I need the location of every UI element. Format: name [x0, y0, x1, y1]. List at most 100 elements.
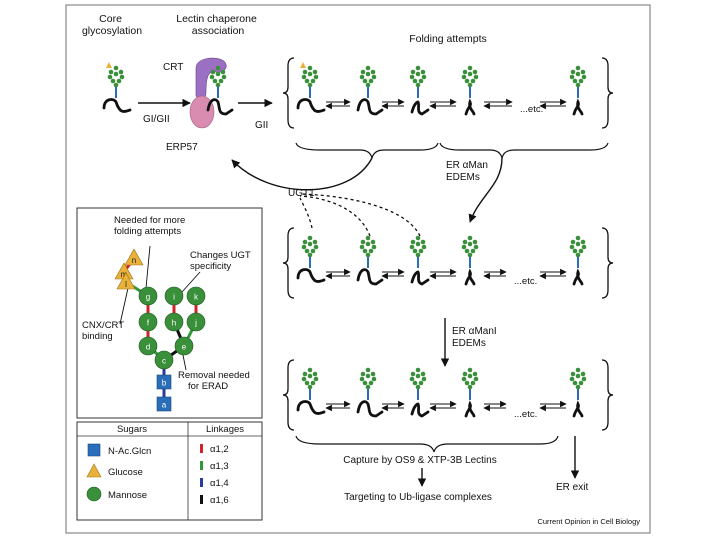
- folding-row-3: [282, 359, 614, 431]
- protein-chain: [572, 98, 584, 116]
- mannose-residue: [472, 371, 478, 377]
- folding-attempts-label: Folding attempts: [409, 33, 487, 45]
- protein-chain: [464, 98, 476, 116]
- protein-chain: [410, 100, 430, 116]
- glycoprotein-glyph: [461, 235, 479, 286]
- mannose-residue: [415, 235, 421, 241]
- mannose-residue: [362, 380, 368, 386]
- crt-label: CRT: [163, 62, 183, 73]
- mannose-residue: [578, 78, 584, 84]
- glucose-node-n: [124, 248, 144, 266]
- mannose-residue: [461, 376, 467, 382]
- mannose-node-j: [186, 312, 206, 332]
- mannose-residue: [578, 248, 584, 254]
- mannose-residue: [310, 380, 316, 386]
- mannose-residue: [464, 380, 470, 386]
- mannose-residue: [368, 380, 374, 386]
- mannose-residue: [370, 69, 376, 75]
- mannose-residue: [215, 82, 221, 88]
- er-exit-label: ER exit: [556, 482, 588, 493]
- mannose-residue: [307, 373, 313, 379]
- protein-chain: [296, 400, 326, 415]
- mannose-residue: [467, 65, 473, 71]
- mannose-residue: [360, 69, 366, 75]
- ugt1-return-arrow: [231, 157, 373, 191]
- mannose-residue: [307, 367, 313, 373]
- protein-chain: [296, 98, 326, 113]
- mannose-residue: [412, 248, 418, 254]
- link-a13-swatch: [200, 461, 203, 470]
- glycoprotein-glyph: [569, 235, 587, 286]
- glycoprotein-glyph: [296, 367, 326, 415]
- mannose-residue: [464, 248, 470, 254]
- etc-label-row1: ...etc.: [520, 104, 543, 115]
- changes-ugt-label: Changes UGT specificity: [190, 250, 253, 272]
- mannose-residue: [221, 74, 227, 80]
- mannose-residue: [578, 380, 584, 386]
- mannose-residue: [467, 373, 473, 379]
- mannose-residue: [570, 371, 576, 377]
- mannose-residue: [310, 78, 316, 84]
- mannose-residue: [570, 239, 576, 245]
- mannose-residue: [572, 248, 578, 254]
- mannose-residue: [365, 384, 371, 390]
- mannose-residue: [313, 74, 319, 80]
- legend-sugar-glucose: Glucose: [108, 467, 143, 478]
- glycoprotein-glyph: [409, 65, 430, 116]
- mannose-residue: [421, 244, 427, 250]
- dotted-link-3: [299, 193, 421, 237]
- mannose-node-h: [164, 312, 184, 332]
- protein-chain: [572, 400, 584, 418]
- mannose-residue: [461, 74, 467, 80]
- mannose-residue: [418, 380, 424, 386]
- capture-label: Capture by OS9 & XTP-3B Lectins: [343, 455, 496, 466]
- dotted-link-1: [299, 197, 313, 229]
- mannose-residue: [415, 241, 421, 247]
- mannose-residue: [113, 65, 119, 71]
- mannose-residue: [218, 78, 224, 84]
- mannose-residue: [420, 69, 426, 75]
- glycoprotein-glyph: [296, 62, 326, 113]
- removal-label: Removal needed for ERAD: [178, 370, 252, 392]
- chaperone-bound-glycoprotein: [206, 65, 234, 116]
- mannose-node-k: [186, 286, 206, 306]
- legend-panel: [76, 421, 263, 521]
- mannose-residue: [575, 367, 581, 373]
- mannose-residue: [470, 380, 476, 386]
- mannose-residue: [313, 376, 319, 382]
- mannose-residue: [570, 69, 576, 75]
- glycoprotein-glyph: [356, 367, 384, 418]
- mannose-residue: [467, 367, 473, 373]
- mannose-residue: [365, 82, 371, 88]
- mannose-residue: [301, 376, 307, 382]
- mannose-residue: [581, 74, 587, 80]
- mannose-residue: [107, 74, 113, 80]
- mannose-residue: [359, 74, 365, 80]
- mannose-node-d: [138, 336, 158, 356]
- er-man-edems-label-2: ER αManI EDEMs: [452, 326, 499, 349]
- mannose-residue: [575, 384, 581, 390]
- glycoprotein-glyph: [461, 367, 479, 418]
- legend-linkages-header: Linkages: [206, 424, 244, 435]
- protein-chain: [206, 98, 234, 116]
- protein-chain: [410, 402, 430, 418]
- legend-sugar-mannose: Mannose: [108, 490, 147, 501]
- mannose-residue: [418, 248, 424, 254]
- mannose-residue: [412, 78, 418, 84]
- mannose-residue: [212, 78, 218, 84]
- mannose-residue: [370, 371, 376, 377]
- mannose-residue: [368, 248, 374, 254]
- legend-link-a16: α1,6: [210, 495, 229, 506]
- mannose-residue: [220, 69, 226, 75]
- mannose-residue: [409, 244, 415, 250]
- mannose-residue: [365, 241, 371, 247]
- link-a14-swatch: [200, 478, 203, 487]
- protein-chain: [102, 98, 132, 113]
- node-letter-f: f: [147, 319, 150, 328]
- mannose-circle-icon: [86, 486, 102, 502]
- cnx-pointer: [119, 287, 129, 325]
- mannose-residue: [575, 82, 581, 88]
- glcnac-node-b: [156, 374, 172, 390]
- footer-credit: Current Opinion in Cell Biology: [537, 517, 640, 526]
